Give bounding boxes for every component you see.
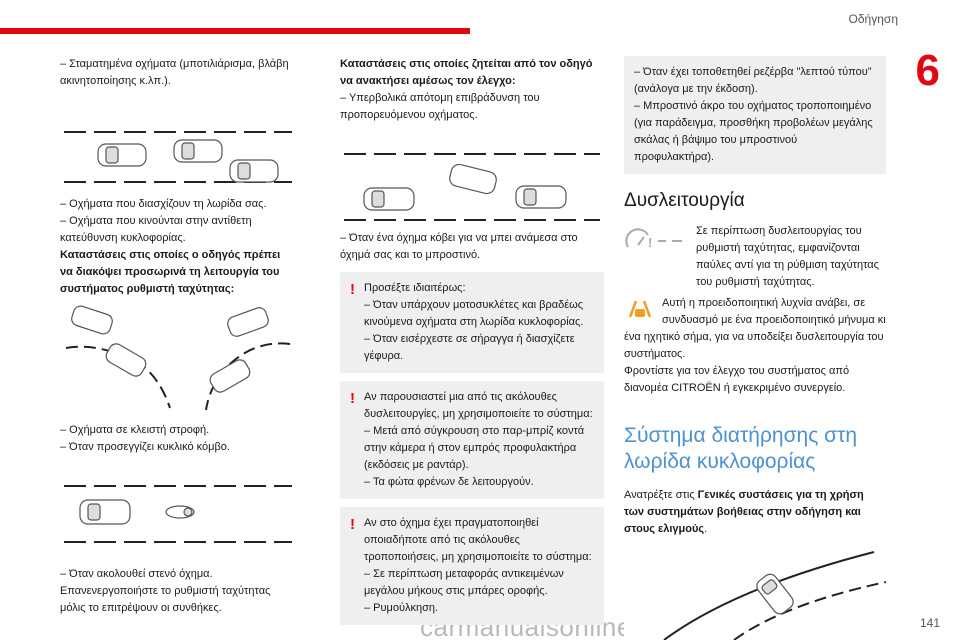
illustration-cut-in <box>340 130 604 226</box>
heading-lane-keeping: Σύστημα διατήρησης στη λωρίδα κυκλοφορία… <box>624 424 858 473</box>
text-narrow-vehicle: – Όταν ακολουθεί στενό όχημα. <box>60 568 213 580</box>
column-right: – Όταν έχει τοποθετηθεί ρεζέρβα "λεπτού … <box>624 56 887 640</box>
warning-mark-icon: ! <box>350 390 355 407</box>
note-modifications-item: – Ρυμούλκηση. <box>364 602 439 614</box>
text-roundabout: – Όταν προσεγγίζει κυκλικό κόμβο. <box>60 441 230 453</box>
text-malfunction-dashes: Σε περίπτωση δυσλειτουργίας του ρυθμιστή… <box>696 225 879 288</box>
chapter-number: 6 <box>915 46 940 95</box>
svg-text:!: ! <box>648 235 652 250</box>
page-number: 141 <box>919 616 940 630</box>
text-check-system: Φροντίστε για τον έλεγχο του συστήματος … <box>624 365 850 394</box>
warning-mark-icon: ! <box>350 281 355 298</box>
note-attention-item: – Όταν υπάρχουν μοτοσυκλέτες και βραδέως… <box>364 299 584 328</box>
speedometer-dashes-icon: ! <box>625 228 682 250</box>
heading-malfunction: Δυσλειτουργία <box>624 190 745 211</box>
text-lane-reference: Ανατρέξτε στις Γενικές συστάσεις για τη … <box>624 489 864 535</box>
note-modifications-title: Αν στο όχημα έχει πραγματοποιηθεί οποιαδ… <box>364 517 592 563</box>
chapter-accent-bar <box>0 28 470 34</box>
link-general-recommendations[interactable]: Γενικές συστάσεις για τη χρήση των συστη… <box>624 489 864 535</box>
note-modifications-item: – Σε περίπτωση μεταφοράς αντικειμένων με… <box>364 568 564 597</box>
note-malfunctions: ! Αν παρουσιαστεί μια από τις ακόλουθες … <box>340 381 604 499</box>
text-sudden-deceleration: – Υπερβολικά απότομη επιβράδυνση του προ… <box>340 92 540 121</box>
text-crossing-vehicles: – Οχήματα που διασχίζουν τη λωρίδα σας. <box>60 198 267 210</box>
note-modifications: ! Αν στο όχημα έχει πραγματοποιηθεί οποι… <box>340 507 604 625</box>
text-closed-curve: – Οχήματα σε κλειστή στροφή. <box>60 424 210 436</box>
illustration-curve-roundabout <box>60 304 296 418</box>
note-item: – Μπροστινό άκρο του οχήματος τροποποιημ… <box>634 100 873 163</box>
note-malfunctions-title: Αν παρουσιαστεί μια από τις ακόλουθες δυ… <box>364 391 593 420</box>
illustration-narrow-vehicle <box>60 466 296 562</box>
note-malfunctions-item: – Μετά από σύγκρουση στο παρ-μπρίζ κοντά… <box>364 425 585 471</box>
heading-pause-situations: Καταστάσεις στις οποίες ο οδηγός πρέπει … <box>60 249 281 295</box>
malfunction-lamp-row: Αυτή η προειδοποιητική λυχνία ανάβει, σε… <box>624 295 886 397</box>
note-attention-title: Προσέξτε ιδιαιτέρως: <box>364 282 466 294</box>
malfunction-dashes-row: ! Σε περίπτωση δυσλειτουργίας του ρυθμισ… <box>624 223 886 291</box>
column-left: – Σταματημένα οχήματα (μποτιλιάρισμα, βλ… <box>60 56 296 617</box>
chapter-title: Οδήγηση <box>848 12 898 26</box>
column-middle: Καταστάσεις στις οποίες ζητείται από τον… <box>340 56 604 625</box>
heading-takeover-situations: Καταστάσεις στις οποίες ζητείται από τον… <box>340 58 593 87</box>
illustration-stopped-traffic <box>60 96 296 192</box>
note-attention: ! Προσέξτε ιδιαιτέρως: – Όταν υπάρχουν μ… <box>340 272 604 373</box>
text-oncoming-vehicles: – Οχήματα που κινούνται στην αντίθετη κα… <box>60 215 252 244</box>
text-stopped-vehicles: – Σταματημένα οχήματα (μποτιλιάρισμα, βλ… <box>60 58 289 87</box>
lane-departure-icon <box>624 295 656 323</box>
warning-mark-icon: ! <box>350 516 355 533</box>
note-modifications-continued: – Όταν έχει τοποθετηθεί ρεζέρβα "λεπτού … <box>624 56 886 174</box>
text-cut-in: – Όταν ένα όχημα κόβει για να μπει ανάμε… <box>340 232 578 261</box>
note-item: – Όταν έχει τοποθετηθεί ρεζέρβα "λεπτού … <box>634 66 872 95</box>
note-malfunctions-item: – Τα φώτα φρένων δε λειτουργούν. <box>364 476 534 488</box>
text-reactivate: Επανενεργοποιήστε το ρυθμιστή ταχύτητας … <box>60 585 271 614</box>
text-warning-lamp: Αυτή η προειδοποιητική λυχνία ανάβει, σε… <box>624 297 886 360</box>
illustration-lane-keeping <box>624 548 887 640</box>
note-attention-item: – Όταν εισέρχεστε σε σήραγγα ή διασχίζετ… <box>364 333 575 362</box>
